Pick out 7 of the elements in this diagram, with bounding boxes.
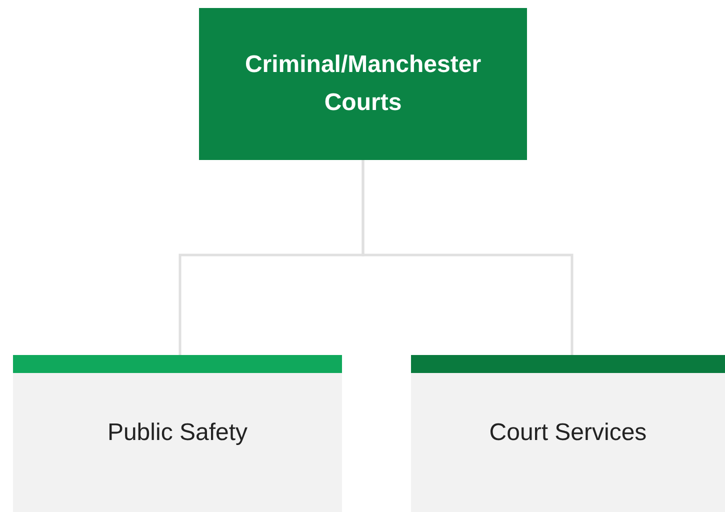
heading-text: Criminal/Manchester Courts: [244, 50, 482, 118]
department-box: [13, 355, 342, 512]
department-box: [411, 355, 725, 512]
connector-line: [362, 160, 574, 355]
department-label: Court Services: [489, 418, 647, 448]
header-box: [199, 8, 527, 160]
department-label: Public Safety: [107, 418, 248, 448]
